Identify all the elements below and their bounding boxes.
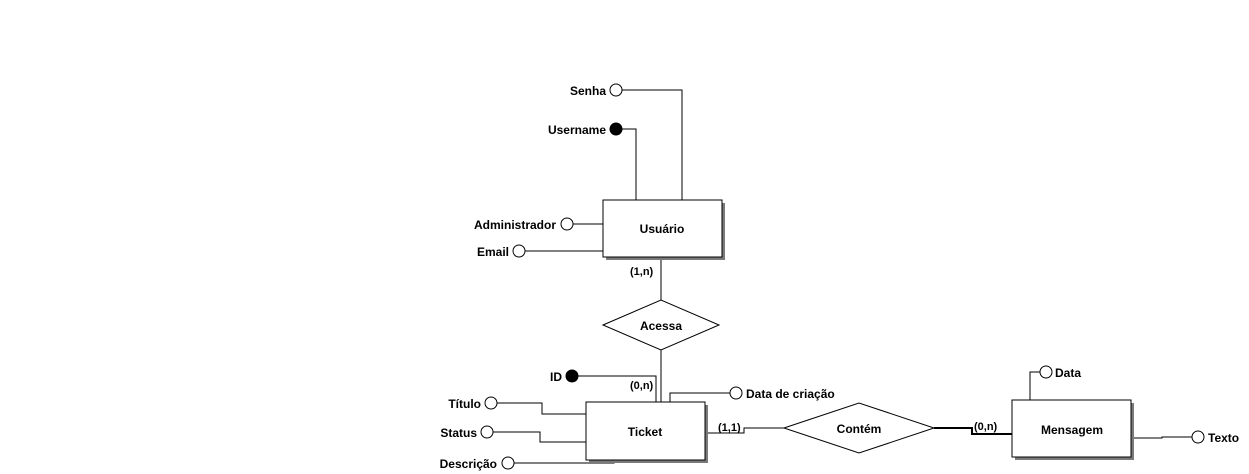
relationship-contem[interactable]: Contém	[782, 402, 936, 454]
attribute-email-label: Email	[477, 245, 509, 259]
attribute-circle-icon	[512, 244, 526, 258]
attribute-texto[interactable]: Texto	[1191, 430, 1239, 445]
cardinality-usuario-acessa: (1,n)	[630, 266, 654, 278]
attribute-data-label: Data	[1055, 366, 1081, 380]
entity-box	[585, 401, 706, 461]
attribute-descricao-label: Descrição	[440, 457, 497, 471]
attribute-circle-icon	[480, 425, 494, 439]
attribute-circle-icon	[1039, 365, 1053, 379]
entity-mensagem[interactable]: Mensagem	[1011, 399, 1134, 460]
attribute-circle-icon	[729, 386, 743, 400]
attribute-data-criacao[interactable]: Data de criação	[729, 386, 835, 401]
attribute-senha[interactable]: Senha	[570, 83, 623, 98]
attribute-administrador[interactable]: Administrador	[474, 217, 574, 232]
attribute-circle-icon	[609, 83, 623, 97]
edge-ticket-contem	[706, 427, 784, 434]
attribute-id-label: ID	[550, 370, 562, 384]
attribute-circle-icon	[501, 456, 515, 470]
attribute-administrador-label: Administrador	[474, 218, 556, 232]
key-attribute-circle-icon	[565, 369, 579, 383]
attribute-senha-label: Senha	[570, 84, 606, 98]
attribute-email[interactable]: Email	[477, 244, 526, 259]
edge-contem-mensagem	[934, 427, 1012, 435]
edge-username-usuario	[622, 128, 637, 200]
attribute-circle-icon	[484, 396, 498, 410]
edge-senha-usuario	[622, 89, 683, 200]
relationship-acessa-label: Acessa	[640, 319, 682, 333]
entity-box	[602, 199, 723, 258]
attribute-circle-icon	[1191, 430, 1205, 444]
key-attribute-circle-icon	[609, 122, 623, 136]
edge-id-ticket	[578, 375, 657, 402]
entity-usuario[interactable]: Usuário	[602, 199, 725, 260]
relationship-diamond	[601, 299, 721, 351]
entity-mensagem-label: Mensagem	[1041, 423, 1103, 437]
relationship-acessa[interactable]: Acessa	[601, 299, 721, 351]
edge-data-criacao-ticket	[669, 392, 730, 402]
entity-ticket[interactable]: Ticket	[585, 401, 708, 463]
attribute-username-label: Username	[548, 123, 606, 137]
attribute-id[interactable]: ID	[550, 369, 579, 384]
cardinality-mensagem-contem: (0,n)	[974, 421, 998, 433]
relationship-contem-label: Contém	[837, 422, 882, 436]
attribute-status-label: Status	[440, 426, 477, 440]
attribute-descricao[interactable]: Descrição	[440, 456, 515, 471]
edge-texto-mensagem	[1132, 436, 1192, 439]
edge-status-ticket	[492, 431, 586, 443]
entity-usuario-label: Usuário	[640, 222, 685, 236]
edge-data-mensagem	[1029, 371, 1040, 400]
attribute-texto-label: Texto	[1208, 431, 1239, 445]
attribute-status[interactable]: Status	[440, 425, 494, 440]
attribute-username[interactable]: Username	[548, 122, 623, 137]
entity-ticket-label: Ticket	[628, 425, 662, 439]
edge-titulo-ticket	[497, 402, 586, 415]
attribute-titulo-label: Título	[448, 397, 481, 411]
cardinality-ticket-contem: (1,1)	[718, 422, 741, 434]
entity-box	[1011, 399, 1132, 458]
attribute-data-criacao-label: Data de criação	[746, 387, 835, 401]
attribute-data[interactable]: Data	[1039, 365, 1081, 380]
attribute-circle-icon	[560, 217, 574, 231]
cardinality-ticket-acessa: (0,n)	[630, 380, 654, 392]
connector-lines	[492, 89, 1192, 464]
relationship-diamond	[782, 402, 936, 454]
attribute-titulo[interactable]: Título	[448, 396, 498, 411]
